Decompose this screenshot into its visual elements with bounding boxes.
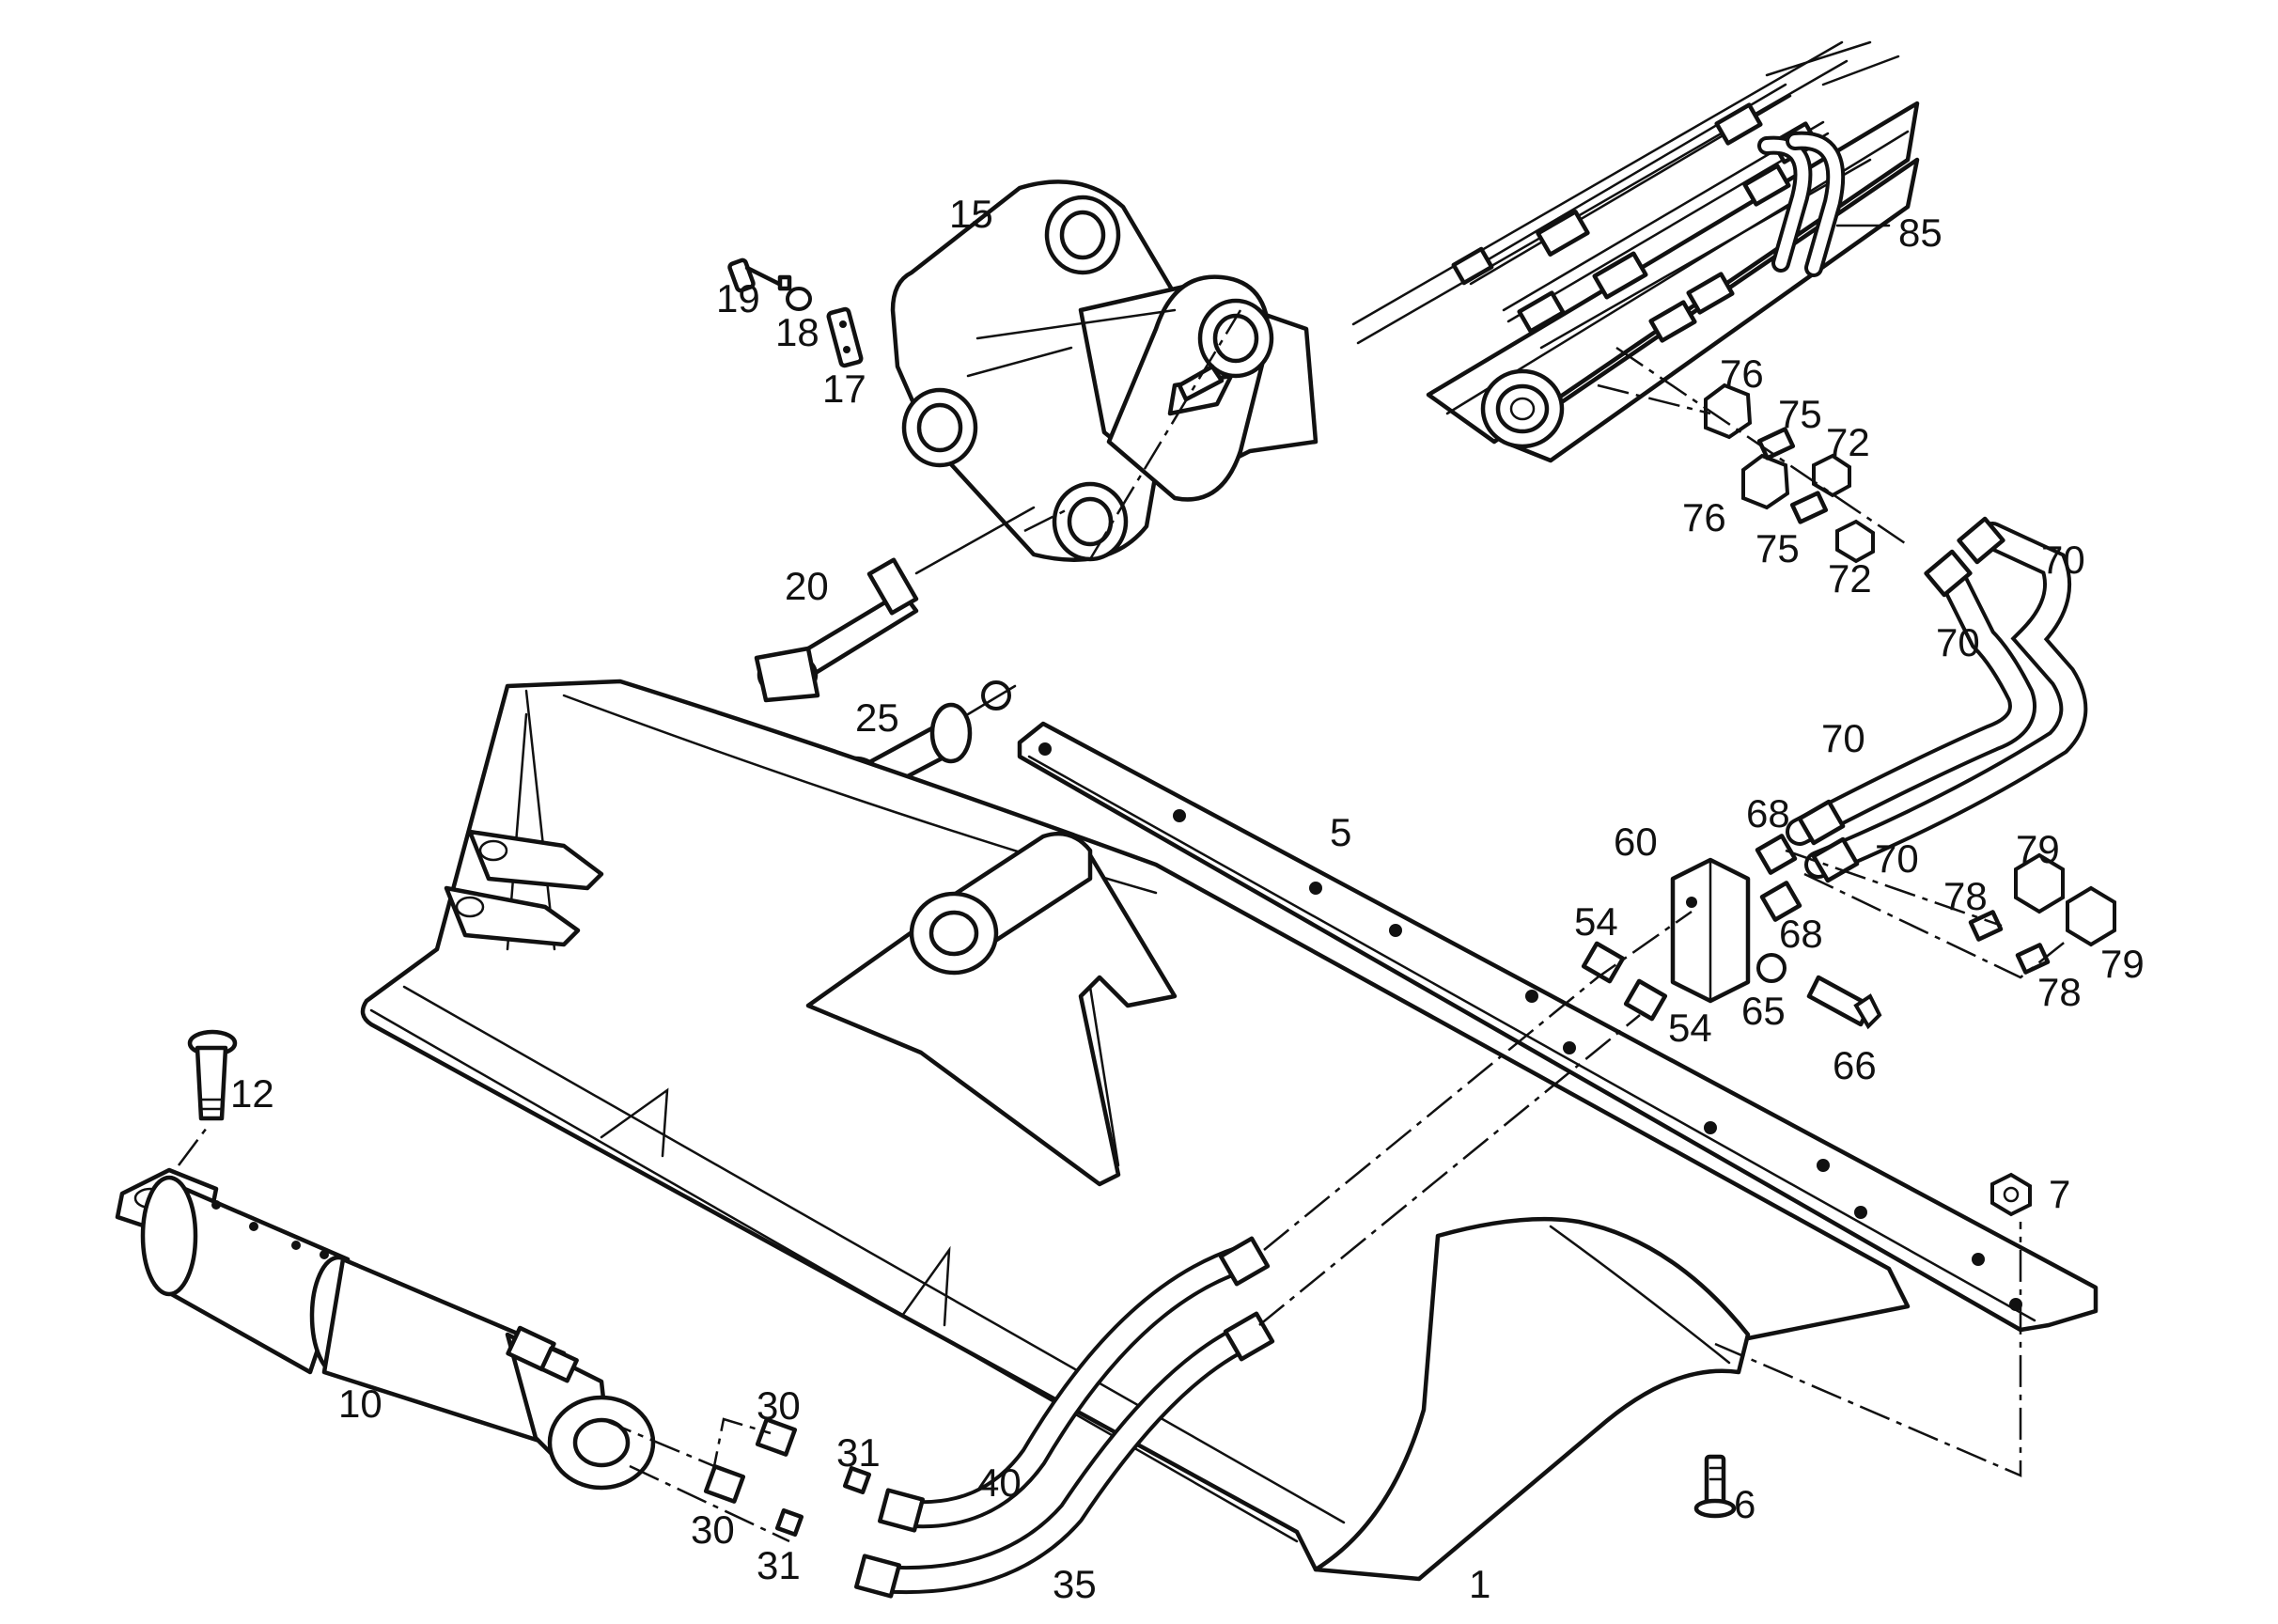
callout-65: 65 bbox=[1741, 989, 1786, 1033]
coupler-bracket bbox=[890, 180, 1318, 562]
bucket-body bbox=[360, 679, 1911, 1582]
callout-20: 20 bbox=[785, 564, 829, 608]
callout-72b: 72 bbox=[1828, 556, 1872, 601]
callout-19: 19 bbox=[716, 276, 760, 320]
callout-79a: 79 bbox=[2016, 827, 2060, 871]
valve-block bbox=[1581, 834, 1882, 1030]
callout-6: 6 bbox=[1734, 1482, 1755, 1526]
callout-1: 1 bbox=[1469, 1562, 1490, 1606]
pin-12 bbox=[187, 1029, 238, 1121]
callout-78b: 78 bbox=[2037, 970, 2082, 1014]
fittings-30-31 bbox=[703, 1417, 872, 1538]
boom-arm bbox=[1351, 40, 1920, 463]
callout-40: 40 bbox=[977, 1460, 1022, 1505]
callout-70b: 70 bbox=[1936, 620, 1980, 664]
callout-60: 60 bbox=[1614, 820, 1658, 864]
callout-54b: 54 bbox=[1668, 1006, 1712, 1050]
pin-20 bbox=[754, 506, 1036, 703]
callout-5: 5 bbox=[1330, 810, 1351, 854]
callout-31b: 31 bbox=[757, 1543, 801, 1587]
callout-54a: 54 bbox=[1574, 899, 1618, 944]
callout-18: 18 bbox=[775, 310, 819, 354]
callout-12: 12 bbox=[230, 1071, 274, 1116]
callout-70d: 70 bbox=[1875, 836, 1919, 881]
callout-75a: 75 bbox=[1778, 392, 1822, 436]
callout-70c: 70 bbox=[1821, 716, 1865, 760]
callout-79b: 79 bbox=[2100, 942, 2145, 986]
callout-labels: 1 5 6 7 10 12 15 17 18 19 20 25 30 30 31… bbox=[230, 192, 2145, 1606]
callout-78a: 78 bbox=[1943, 874, 1988, 918]
callout-10: 10 bbox=[338, 1382, 382, 1426]
callout-70a: 70 bbox=[2041, 538, 2085, 582]
assembly-lines bbox=[178, 309, 2068, 1543]
callout-85: 85 bbox=[1898, 211, 1943, 255]
callout-17: 17 bbox=[822, 367, 866, 411]
bolt-6 bbox=[1693, 1454, 1737, 1519]
fittings-78-79 bbox=[1968, 852, 2116, 975]
callout-72a: 72 bbox=[1826, 420, 1870, 464]
callout-35: 35 bbox=[1053, 1562, 1097, 1606]
callout-31a: 31 bbox=[836, 1430, 881, 1475]
cutting-edge bbox=[1017, 721, 2099, 1333]
retaining-hardware bbox=[727, 258, 864, 368]
edge-bolt-holes bbox=[1038, 742, 2022, 1311]
callout-25: 25 bbox=[855, 695, 899, 740]
fittings-72-75-76 bbox=[1704, 383, 1875, 564]
callout-68a: 68 bbox=[1746, 791, 1790, 835]
callout-68b: 68 bbox=[1779, 912, 1823, 956]
callout-30b: 30 bbox=[691, 1507, 735, 1552]
callout-76b: 76 bbox=[1682, 495, 1726, 539]
hoses-35-40 bbox=[853, 1236, 1275, 1599]
callout-30a: 30 bbox=[757, 1383, 801, 1428]
hydraulic-cylinder bbox=[115, 1167, 656, 1491]
callout-66: 66 bbox=[1833, 1043, 1877, 1087]
hoses-70 bbox=[1786, 516, 2088, 883]
callout-7: 7 bbox=[2049, 1172, 2070, 1216]
callout-76a: 76 bbox=[1720, 351, 1764, 396]
nut-7 bbox=[1990, 1172, 2032, 1217]
callout-75b: 75 bbox=[1755, 526, 1800, 570]
callout-15: 15 bbox=[949, 192, 993, 236]
